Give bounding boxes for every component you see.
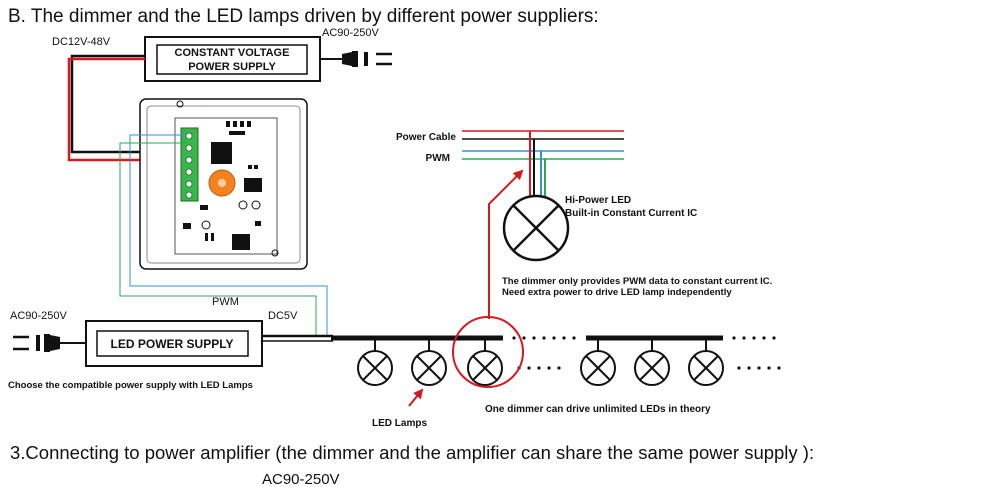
label-hi-power-line1: Hi-Power LED [565,195,631,206]
constant-voltage-power-supply: CONSTANT VOLTAGE POWER SUPPLY [144,36,321,82]
terminal-block [180,127,199,202]
heading-b: B. The dimmer and the LED lamps driven b… [8,6,599,27]
continuation-dots [512,336,781,370]
plug-icon [320,51,392,67]
lamps-arrow-icon [408,388,424,407]
led-lamp-icon [634,338,670,386]
label-pwm-right: PWM [426,153,450,164]
label-hi-power-line2: Built-in Constant Current IC [565,208,697,219]
label-ac-left: AC90-250V [10,310,68,322]
label-dc12-48v: DC12V-48V [52,36,111,48]
hi-power-led-icon [502,194,570,262]
label-power-cable: Power Cable [396,132,456,143]
highlight-circle [452,316,524,388]
note-line1: The dimmer only provides PWM data to con… [502,276,772,287]
led-power-supply: LED POWER SUPPLY [85,320,263,367]
cv-label-line2: POWER SUPPLY [188,61,276,73]
label-led-lamps: LED Lamps [372,418,427,429]
label-dc5v: DC5V [268,310,298,322]
dimmer-panel [139,98,308,270]
label-unlimited: One dimmer can drive unlimited LEDs in t… [485,404,711,415]
cv-label-line1: CONSTANT VOLTAGE [175,47,290,59]
label-ac-bottom: AC90-250V [262,471,340,487]
led-lamp-icon [357,338,393,386]
power-cable-bus [462,130,624,200]
led-lamp-icon [688,338,724,386]
chip-icon [211,142,232,164]
label-ac-top: AC90-250V [322,27,380,39]
led-lamp-icon [411,338,447,386]
led-ps-label: LED POWER SUPPLY [111,337,234,351]
label-pwm-mid: PWM [212,296,239,308]
plug-icon [13,334,86,352]
led-lamp-icon [580,338,616,386]
heading-3: 3.Connecting to power amplifier (the dim… [10,442,814,463]
red-arrow-icon [488,169,524,319]
note-line2: Need extra power to drive LED lamp indep… [502,287,732,298]
label-choose: Choose the compatible power supply with … [8,380,253,391]
led-lamp-icon [467,338,503,386]
